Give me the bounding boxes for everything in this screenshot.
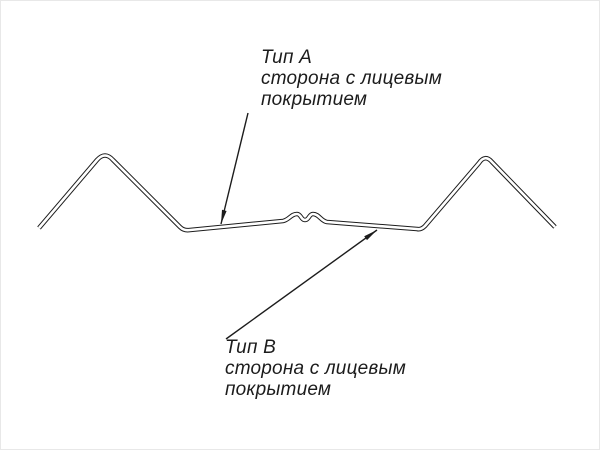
label-type-b-title: Тип В [225,337,276,358]
label-type-a-line2: покрытием [261,89,368,110]
leader-arrow-a-icon [221,209,227,224]
label-type-a: Тип А сторона с лицевым покрытием [261,47,442,110]
label-type-b-line2: покрытием [225,379,332,400]
leader-arrow-b-icon [364,230,377,241]
label-type-b: Тип В сторона с лицевым покрытием [225,337,406,400]
label-type-b-line1: сторона с лицевым [225,358,406,379]
sheet-profile-inner [38,154,556,232]
leader-line-a [220,112,249,225]
sheet-profile-outline [37,153,557,233]
leader-line-b [225,229,378,340]
label-type-a-line1: сторона с лицевым [261,68,442,89]
label-type-a-title: Тип А [261,47,312,68]
